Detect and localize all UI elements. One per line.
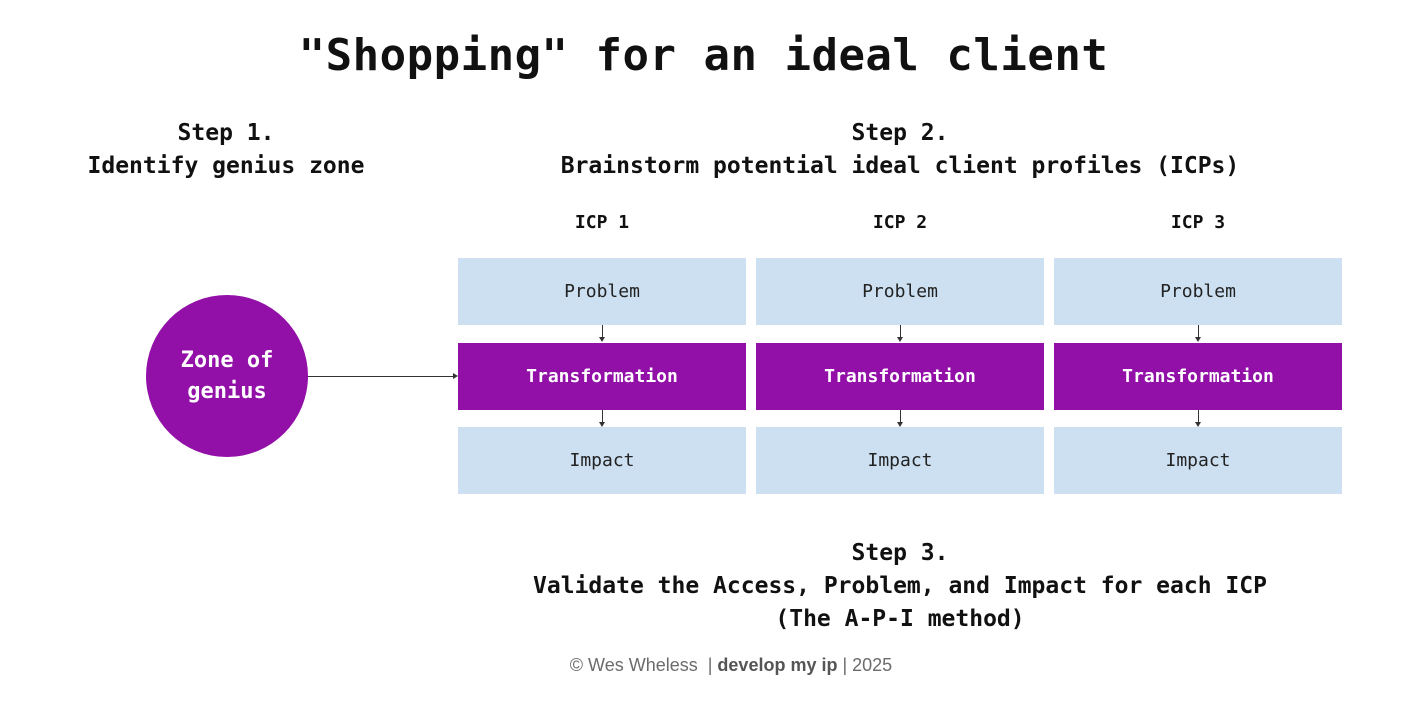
icp-3-label: ICP 3	[1170, 212, 1226, 233]
icp-1-impact-text: Impact	[569, 450, 635, 471]
icp-3-arrow-problem-transformation	[1195, 325, 1201, 342]
icp-2-impact-box: Impact	[756, 427, 1044, 494]
icp-1-label: ICP 1	[574, 212, 630, 233]
icp-2-arrow-transformation-impact	[897, 410, 903, 427]
step-1-heading: Step 1. Identify genius zone	[0, 117, 452, 183]
icp-3-arrow-transformation-impact	[1195, 410, 1201, 427]
icp-2-arrow-problem-transformation	[897, 325, 903, 342]
icp-3-impact-box: Impact	[1054, 427, 1342, 494]
footer-credit: © Wes Wheless | develop my ip | 2025	[0, 655, 1407, 676]
step-2-number: Step 2.	[851, 120, 949, 146]
icp-3-impact-text: Impact	[1165, 450, 1231, 471]
icp-2-transformation-box: Transformation	[756, 343, 1044, 410]
icp-2-label: ICP 2	[872, 212, 928, 233]
zone-of-genius-circle: Zone of genius	[146, 295, 308, 457]
icp-1-transformation-text: Transformation	[526, 366, 678, 387]
step-3-method: (The A-P-I method)	[775, 606, 1025, 632]
step-3-heading: Step 3. Validate the Access, Problem, an…	[452, 537, 1348, 636]
step-3-description: Validate the Access, Problem, and Impact…	[533, 573, 1267, 599]
icp-1-problem-box: Problem	[458, 258, 746, 325]
icp-2-impact-text: Impact	[867, 450, 933, 471]
footer-brand: develop my ip	[717, 655, 838, 675]
icp-1-impact-box: Impact	[458, 427, 746, 494]
icp-3-problem-text: Problem	[1160, 281, 1236, 302]
icp-3-problem-box: Problem	[1054, 258, 1342, 325]
zone-to-icp-arrow	[308, 373, 458, 379]
zone-of-genius-line-1: Zone of	[180, 348, 274, 373]
step-2-heading: Step 2. Brainstorm potential ideal clien…	[452, 117, 1348, 183]
icp-1-transformation-box: Transformation	[458, 343, 746, 410]
icp-1-arrow-transformation-impact	[599, 410, 605, 427]
footer-year: | 2025	[837, 655, 893, 675]
step-1-number: Step 1.	[177, 120, 275, 146]
icp-1-problem-text: Problem	[564, 281, 640, 302]
step-1-description: Identify genius zone	[87, 153, 365, 179]
step-2-description: Brainstorm potential ideal client profil…	[560, 153, 1240, 179]
icp-3-transformation-text: Transformation	[1122, 366, 1274, 387]
icp-2-problem-box: Problem	[756, 258, 1044, 325]
icp-3-transformation-box: Transformation	[1054, 343, 1342, 410]
footer-author: © Wes Wheless |	[569, 655, 718, 675]
icp-2-problem-text: Problem	[862, 281, 938, 302]
step-3-number: Step 3.	[851, 540, 949, 566]
icp-2-transformation-text: Transformation	[824, 366, 976, 387]
zone-of-genius-line-2: genius	[187, 379, 267, 404]
icp-1-arrow-problem-transformation	[599, 325, 605, 342]
page-title: "Shopping" for an ideal client	[298, 30, 1109, 81]
